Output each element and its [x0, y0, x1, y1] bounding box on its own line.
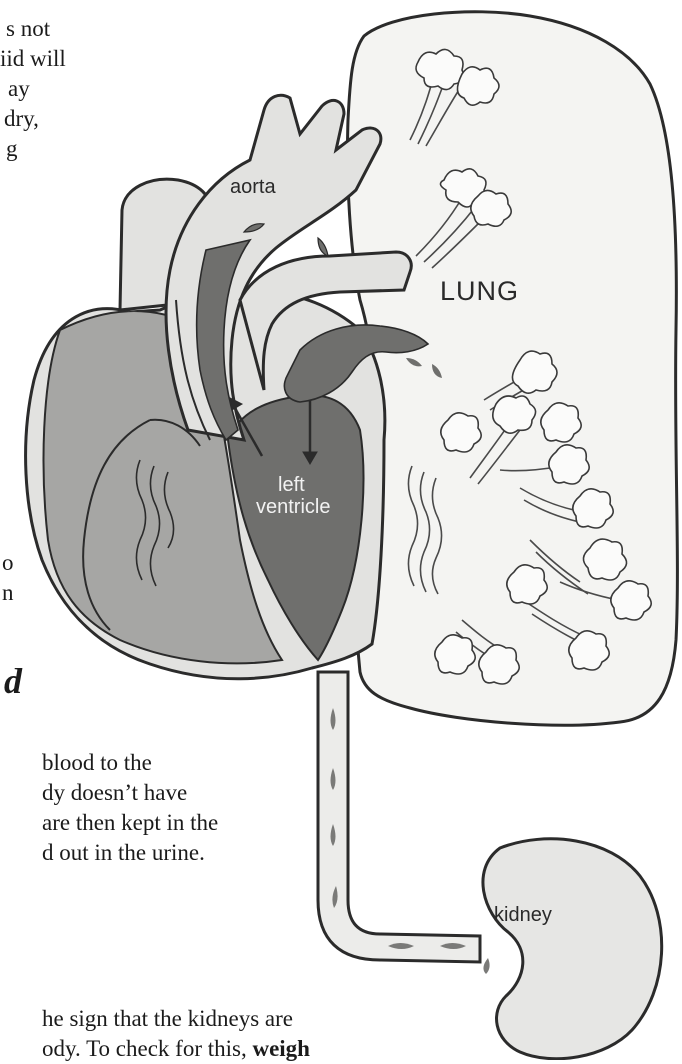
left-ventricle-label-line2: ventricle [256, 496, 330, 519]
aorta-label: aorta [230, 176, 276, 199]
kidney-shape [483, 839, 662, 1059]
kidney-label: kidney [494, 904, 552, 927]
left-ventricle-label-line1: left [278, 474, 305, 497]
lung-label: LUNG [440, 276, 519, 307]
